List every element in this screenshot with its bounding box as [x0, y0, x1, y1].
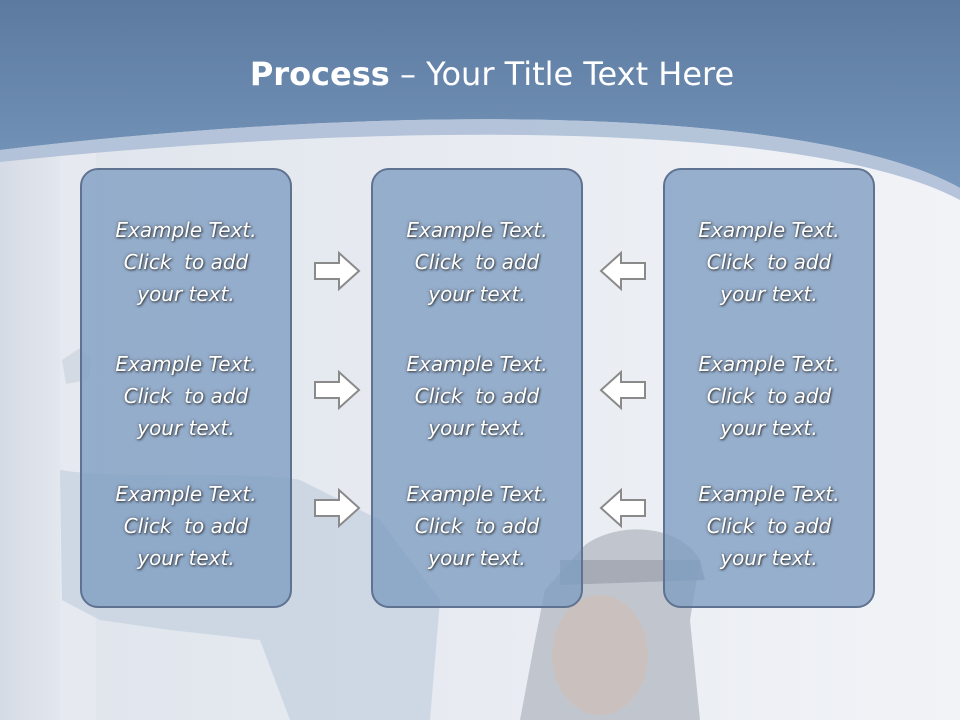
process-box-left[interactable]: Example Text. Click to add your text. Ex…	[80, 168, 292, 608]
text-line: Example Text.	[406, 352, 548, 376]
text-line: your text.	[428, 546, 526, 570]
header-band	[0, 0, 960, 200]
right-arrow-icon[interactable]	[313, 487, 363, 529]
text-line: Click to add	[123, 384, 249, 408]
left-arrow-icon[interactable]	[597, 369, 647, 411]
right-arrow-icon[interactable]	[313, 369, 363, 411]
slide-title[interactable]: Process – Your Title Text Here	[0, 52, 960, 96]
text-line: Click to add	[414, 514, 540, 538]
text-line: Example Text.	[406, 482, 548, 506]
text-placeholder[interactable]: Example Text. Click to add your text.	[373, 478, 581, 574]
text-line: Click to add	[706, 250, 832, 274]
text-line: Click to add	[414, 384, 540, 408]
text-line: Example Text.	[698, 352, 840, 376]
text-line: your text.	[137, 416, 235, 440]
text-placeholder[interactable]: Example Text. Click to add your text.	[82, 214, 290, 310]
title-bold: Process	[249, 55, 390, 93]
text-line: Example Text.	[115, 218, 257, 242]
left-arrow-icon[interactable]	[597, 250, 647, 292]
text-placeholder[interactable]: Example Text. Click to add your text.	[373, 348, 581, 444]
process-box-center[interactable]: Example Text. Click to add your text. Ex…	[371, 168, 583, 608]
text-line: Example Text.	[115, 352, 257, 376]
text-placeholder[interactable]: Example Text. Click to add your text.	[82, 478, 290, 574]
title-rest: – Your Title Text Here	[389, 55, 735, 93]
text-line: Click to add	[123, 514, 249, 538]
process-box-right[interactable]: Example Text. Click to add your text. Ex…	[663, 168, 875, 608]
text-line: your text.	[137, 282, 235, 306]
text-placeholder[interactable]: Example Text. Click to add your text.	[665, 348, 873, 444]
text-line: Click to add	[706, 384, 832, 408]
text-line: your text.	[428, 282, 526, 306]
text-line: Example Text.	[406, 218, 548, 242]
left-arrow-icon[interactable]	[597, 487, 647, 529]
text-line: your text.	[428, 416, 526, 440]
text-line: Click to add	[123, 250, 249, 274]
text-line: Click to add	[414, 250, 540, 274]
text-line: Click to add	[706, 514, 832, 538]
text-line: your text.	[137, 546, 235, 570]
text-placeholder[interactable]: Example Text. Click to add your text.	[665, 214, 873, 310]
text-placeholder[interactable]: Example Text. Click to add your text.	[665, 478, 873, 574]
text-line: Example Text.	[115, 482, 257, 506]
text-line: your text.	[720, 282, 818, 306]
text-line: your text.	[720, 416, 818, 440]
text-line: Example Text.	[698, 218, 840, 242]
text-line: Example Text.	[698, 482, 840, 506]
text-placeholder[interactable]: Example Text. Click to add your text.	[82, 348, 290, 444]
text-line: your text.	[720, 546, 818, 570]
right-arrow-icon[interactable]	[313, 250, 363, 292]
text-placeholder[interactable]: Example Text. Click to add your text.	[373, 214, 581, 310]
